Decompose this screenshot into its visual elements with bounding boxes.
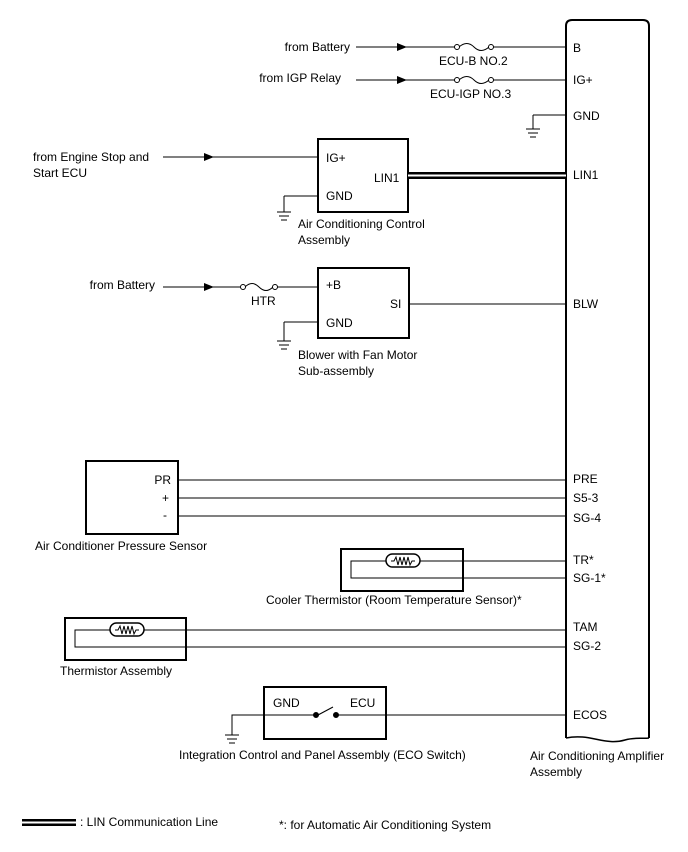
thermistor-name: Thermistor Assembly (60, 664, 172, 678)
fuse-terminal (272, 284, 278, 290)
amp-pin-b: B (573, 41, 581, 55)
eco-pin-gnd: GND (273, 696, 300, 710)
ac-control-name-1: Air Conditioning Control (298, 217, 425, 231)
cooler-thermistor-box (340, 548, 464, 592)
ac-control-pin-lin1: LIN1 (374, 171, 400, 185)
sg2-wire (74, 629, 566, 648)
amplifier-outline (565, 19, 650, 738)
amp-pin-gnd: GND (573, 109, 600, 123)
amplifier-break-line (565, 736, 650, 743)
amp-pin-sg1: SG-1* (573, 571, 606, 585)
sg1-wire (350, 560, 566, 579)
pressure-pin-pr: PR (154, 473, 171, 487)
amp-pin-sg4: SG-4 (573, 511, 601, 525)
fuse-terminal (488, 77, 494, 83)
blower-box (317, 267, 410, 339)
amp-pin-tam: TAM (573, 620, 597, 634)
from-engine-ecu-label-2: Start ECU (33, 166, 87, 180)
amp-pin-pre: PRE (573, 472, 598, 486)
eco-switch-box (263, 686, 387, 740)
ecu-igp-fuse-label: ECU-IGP NO.3 (430, 87, 511, 101)
ecu-igp-fuse (458, 76, 490, 84)
eco-switch-contact (317, 706, 334, 716)
cooler-resistor-icon (385, 553, 421, 568)
automatic-ac-note: *: for Automatic Air Conditioning System (279, 818, 491, 832)
blower-name-2: Sub-assembly (298, 364, 374, 378)
htr-fuse-label: HTR (251, 294, 276, 308)
lin1-communication-line (408, 172, 566, 179)
fuse-terminal (240, 284, 246, 290)
blower-pin-si: SI (390, 297, 401, 311)
blower-name-1: Blower with Fan Motor (298, 348, 417, 362)
ecu-b-fuse-label: ECU-B NO.2 (439, 54, 508, 68)
amp-pin-ecos: ECOS (573, 708, 607, 722)
fuse-terminal (454, 44, 460, 50)
amp-pin-sg2: SG-2 (573, 639, 601, 653)
lin-legend-label: : LIN Communication Line (80, 815, 218, 829)
amplifier-assembly (565, 19, 650, 743)
blower-pin-gnd: GND (326, 316, 353, 330)
ac-control-pin-gnd: GND (326, 189, 353, 203)
amp-pin-tr: TR* (573, 553, 594, 567)
amplifier-name-2: Assembly (530, 765, 582, 779)
lin-legend-symbol (22, 819, 76, 826)
from-engine-ecu-label-1: from Engine Stop and (33, 150, 149, 164)
pressure-sensor-name: Air Conditioner Pressure Sensor (35, 539, 207, 553)
blower-pin-b: +B (326, 278, 341, 292)
from-igp-relay-label: from IGP Relay (259, 71, 341, 85)
pressure-pin-plus: + (162, 491, 169, 505)
eco-pin-ecu: ECU (350, 696, 375, 710)
eco-gnd-wire (231, 714, 314, 735)
fuse-terminal (454, 77, 460, 83)
thermistor-box (64, 617, 187, 661)
ac-control-name-2: Assembly (298, 233, 350, 247)
thermistor-resistor-icon (109, 622, 145, 637)
eco-switch-name: Integration Control and Panel Assembly (… (179, 748, 466, 762)
amp-pin-lin1: LIN1 (573, 168, 599, 182)
amplifier-name-1: Air Conditioning Amplifier (530, 749, 664, 763)
switch-terminal (333, 712, 339, 718)
switch-terminal (313, 712, 319, 718)
amp-pin-blw: BLW (573, 297, 599, 311)
fuse-terminal (488, 44, 494, 50)
pressure-pin-minus: - (163, 508, 167, 522)
cooler-thermistor-name: Cooler Thermistor (Room Temperature Sens… (266, 593, 522, 607)
from-battery-2-label: from Battery (90, 278, 155, 292)
amp-pin-igp: IG+ (573, 73, 593, 87)
from-battery-1-label: from Battery (285, 40, 350, 54)
htr-fuse (244, 283, 274, 291)
ecu-b-fuse (458, 43, 490, 51)
amp-pin-s53: S5-3 (573, 491, 599, 505)
ac-control-pin-igp: IG+ (326, 151, 346, 165)
